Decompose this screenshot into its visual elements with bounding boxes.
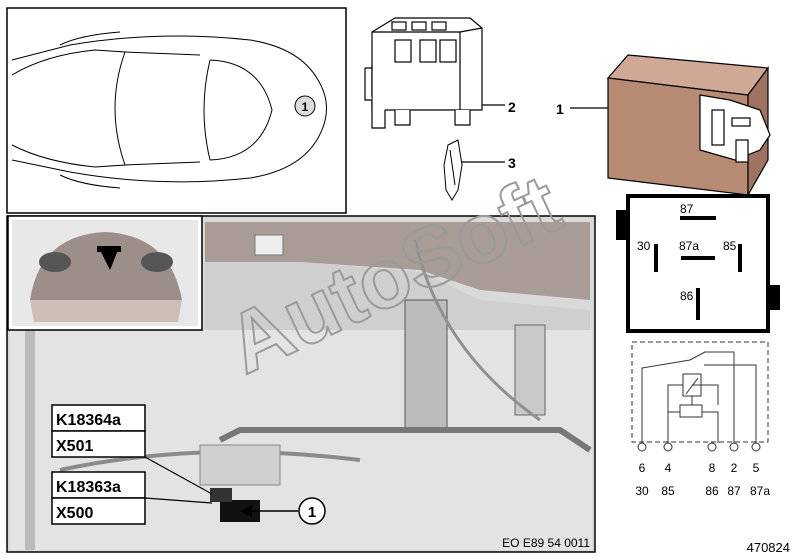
wiring-pin-numbers: 6 4 8 2 5 30 85 86 87 87a bbox=[635, 461, 770, 498]
diagram-code: EO E89 54 0011 bbox=[502, 536, 590, 550]
wire-top-2: 2 bbox=[731, 461, 738, 475]
terminal-callout: 3 bbox=[508, 155, 516, 171]
car-marker-label: 1 bbox=[302, 100, 309, 114]
wire-bottom-87a: 87a bbox=[750, 484, 770, 498]
terminal-pin bbox=[443, 139, 463, 201]
pin-87-label: 87 bbox=[680, 202, 694, 216]
pin-30-label: 30 bbox=[637, 239, 651, 253]
wire-bottom-30: 30 bbox=[635, 484, 649, 498]
wire-top-5: 5 bbox=[753, 461, 760, 475]
engine-bay-labels: K18364a X501 K18363a X500 1 EO E89 54 00… bbox=[51, 404, 590, 550]
wire-bottom-87: 87 bbox=[727, 484, 741, 498]
car-marker-circle bbox=[294, 95, 316, 117]
relay-callout: 1 bbox=[556, 101, 564, 117]
wiring-schematic bbox=[631, 341, 769, 452]
label-x501: X501 bbox=[56, 438, 93, 455]
relay-socket bbox=[364, 17, 483, 129]
pin-85-label: 85 bbox=[723, 239, 737, 253]
car-top-view-panel: 1 bbox=[6, 7, 347, 214]
car-outline bbox=[11, 31, 327, 189]
wire-top-8: 8 bbox=[709, 461, 716, 475]
car-front-inset bbox=[7, 215, 203, 331]
wire-top-6: 6 bbox=[639, 461, 646, 475]
label-k18363a: K18363a bbox=[56, 479, 121, 496]
label-k18364a: K18364a bbox=[56, 412, 121, 429]
pin-87a-label: 87a bbox=[679, 239, 699, 253]
label-x500: X500 bbox=[56, 505, 93, 522]
part-number: 470824 bbox=[747, 540, 790, 555]
relay-body bbox=[606, 54, 771, 198]
pin-86-label: 86 bbox=[680, 289, 694, 303]
photo-callout: 1 bbox=[308, 504, 316, 521]
wire-top-4: 4 bbox=[665, 461, 672, 475]
relay-pinout-diagram: 87 30 87a 85 86 bbox=[616, 194, 780, 333]
socket-callout: 2 bbox=[508, 99, 516, 115]
wire-bottom-86: 86 bbox=[705, 484, 719, 498]
wire-bottom-85: 85 bbox=[661, 484, 675, 498]
